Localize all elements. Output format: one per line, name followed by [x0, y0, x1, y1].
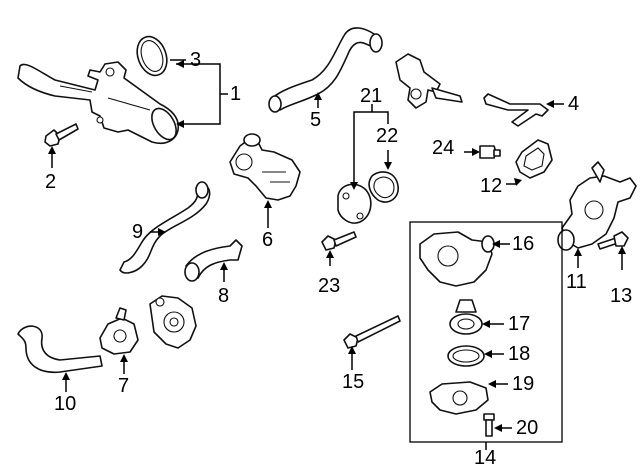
part-16-housing[interactable] [419, 231, 495, 287]
callout-4: 4 [568, 93, 580, 115]
part-11-water-outlet[interactable] [557, 161, 637, 251]
callout-5: 5 [310, 109, 322, 131]
part-19-cover[interactable] [429, 381, 489, 415]
leader-lines [48, 59, 626, 450]
callout-2: 2 [45, 171, 57, 193]
part-1-water-outlet-assembly[interactable] [17, 61, 181, 145]
part-3-o-ring[interactable] [132, 32, 172, 79]
part-water-pump[interactable] [149, 295, 197, 349]
part-17-thermostat[interactable] [449, 299, 483, 335]
part-9-hose[interactable] [119, 181, 211, 274]
part-2-bolt[interactable] [44, 123, 79, 147]
callout-1: 1 [230, 83, 242, 105]
part-15-bolt[interactable] [343, 315, 401, 349]
part-22-gasket[interactable] [368, 171, 399, 203]
part-13-bolt[interactable] [597, 231, 629, 250]
part-23-bolt[interactable] [321, 231, 357, 251]
part-6-thermostat-housing[interactable] [229, 133, 301, 201]
callout-10: 10 [54, 393, 77, 415]
callout-17: 17 [508, 313, 531, 335]
part-10-hose[interactable] [17, 325, 103, 373]
part-sensor-assembly-top[interactable] [395, 53, 463, 109]
part-7-pump[interactable] [99, 307, 139, 355]
callout-12: 12 [480, 175, 503, 197]
callout-7: 7 [118, 375, 130, 397]
callout-13: 13 [610, 285, 633, 307]
part-20-bolt[interactable] [483, 413, 495, 437]
callout-23: 23 [318, 275, 341, 297]
callout-8: 8 [218, 285, 230, 307]
callout-9: 9 [132, 221, 144, 243]
callout-18: 18 [508, 343, 531, 365]
part-4-pipe[interactable] [483, 93, 549, 127]
callout-6: 6 [262, 229, 274, 251]
callout-11: 11 [566, 271, 587, 293]
callout-3: 3 [190, 49, 202, 71]
part-12-gasket[interactable] [515, 139, 553, 179]
part-5-hose[interactable] [268, 27, 383, 113]
part-24-sensor[interactable] [479, 145, 501, 159]
callout-15: 15 [342, 371, 365, 393]
part-18-o-ring[interactable] [447, 345, 485, 367]
callout-19: 19 [512, 373, 535, 395]
callout-14: 14 [474, 447, 497, 469]
callout-21: 21 [360, 85, 383, 107]
callout-20: 20 [516, 417, 539, 439]
part-8-hose[interactable] [184, 239, 243, 282]
callout-16: 16 [512, 233, 535, 255]
callout-24: 24 [432, 137, 455, 159]
part-21-cover[interactable] [337, 183, 372, 224]
callout-22: 22 [376, 125, 399, 147]
